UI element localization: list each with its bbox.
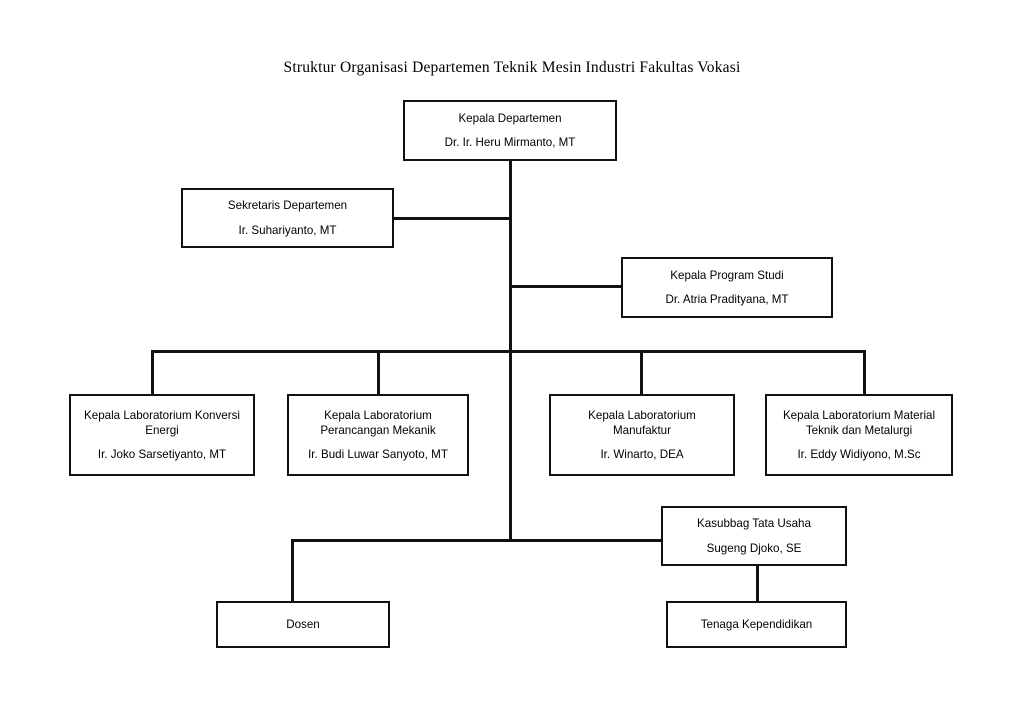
connector-drop-lab-material-metalurgi [863, 350, 866, 395]
node-role: Kepala Laboratorium Material Teknik dan … [782, 408, 936, 437]
connector-to-sekretaris [394, 217, 512, 220]
connector-drop-lab-perancangan-mekanik [377, 350, 380, 395]
node-sekretaris-departemen[interactable]: Sekretaris Departemen Ir. Suhariyanto, M… [181, 188, 394, 248]
node-role: Kepala Laboratorium Konversi Energi [84, 408, 240, 437]
node-person: Dr. Ir. Heru Mirmanto, MT [444, 136, 576, 149]
node-person: Ir. Joko Sarsetiyanto, MT [97, 448, 227, 462]
node-person: Dr. Atria Pradityana, MT [665, 293, 789, 306]
node-person: Ir. Eddy Widiyono, M.Sc [797, 448, 921, 462]
node-kasubbag-tata-usaha[interactable]: Kasubbag Tata Usaha Sugeng Djoko, SE [661, 506, 847, 566]
node-role: Kepala Program Studi [670, 268, 784, 282]
connector-drop-lab-konversi-energi [151, 350, 154, 395]
node-lab-perancangan-mekanik[interactable]: Kepala Laboratorium Perancangan Mekanik … [287, 394, 469, 476]
node-person: Ir. Suhariyanto, MT [238, 223, 337, 237]
node-role: Tenaga Kependidikan [700, 617, 813, 631]
node-role: Kepala Laboratorium Perancangan Mekanik [320, 408, 436, 437]
node-person: Ir. Winarto, DEA [600, 448, 684, 462]
node-role: Sekretaris Departemen [227, 199, 348, 213]
connector-kasubbag-to-tenaga-kependidikan [756, 566, 759, 602]
connector-lab-bus [151, 350, 865, 353]
node-tenaga-kependidikan[interactable]: Tenaga Kependidikan [666, 601, 847, 648]
node-role: Kasubbag Tata Usaha [697, 517, 811, 531]
node-lab-material-metalurgi[interactable]: Kepala Laboratorium Material Teknik dan … [765, 394, 953, 476]
connector-bottom-bus [291, 539, 663, 542]
node-lab-manufaktur[interactable]: Kepala Laboratorium Manufaktur Ir. Winar… [549, 394, 735, 476]
node-role: Kepala Laboratorium Manufaktur [588, 408, 696, 437]
node-kepala-program-studi[interactable]: Kepala Program Studi Dr. Atria Pradityan… [621, 257, 833, 318]
page-title: Struktur Organisasi Departemen Teknik Me… [283, 59, 741, 76]
node-role: Kepala Departemen [458, 111, 562, 125]
connector-to-kepala-program-studi [509, 285, 622, 288]
connector-drop-dosen [291, 539, 294, 602]
node-role: Dosen [286, 617, 320, 631]
connector-drop-lab-manufaktur [640, 350, 643, 395]
node-dosen[interactable]: Dosen [216, 601, 390, 648]
node-person: Sugeng Djoko, SE [706, 541, 802, 555]
node-kepala-departemen[interactable]: Kepala Departemen Dr. Ir. Heru Mirmanto,… [403, 100, 617, 161]
node-lab-konversi-energi[interactable]: Kepala Laboratorium Konversi Energi Ir. … [69, 394, 255, 476]
node-person: Ir. Budi Luwar Sanyoto, MT [308, 448, 448, 462]
